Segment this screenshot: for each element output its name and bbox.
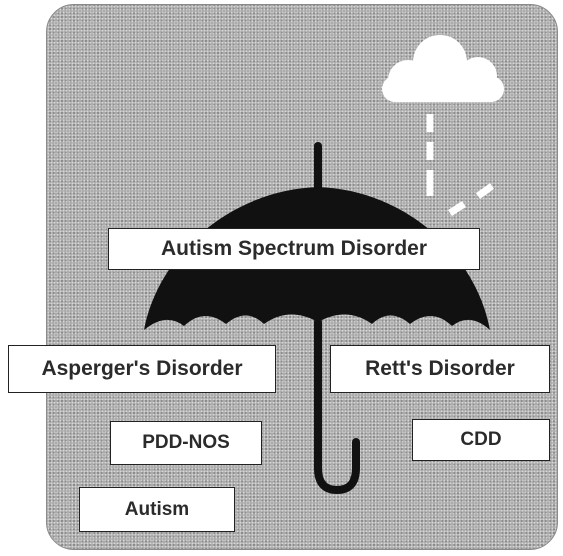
cloud-icon <box>382 35 504 102</box>
autism-spectrum-disorder-label: Autism Spectrum Disorder <box>108 228 480 270</box>
aspergers-disorder-label: Asperger's Disorder <box>8 345 276 393</box>
rain-icon <box>430 114 492 213</box>
autism-label: Autism <box>79 487 235 532</box>
retts-disorder-label: Rett's Disorder <box>330 345 550 393</box>
pdd-nos-label: PDD-NOS <box>110 421 262 465</box>
cdd-label: CDD <box>412 419 550 461</box>
